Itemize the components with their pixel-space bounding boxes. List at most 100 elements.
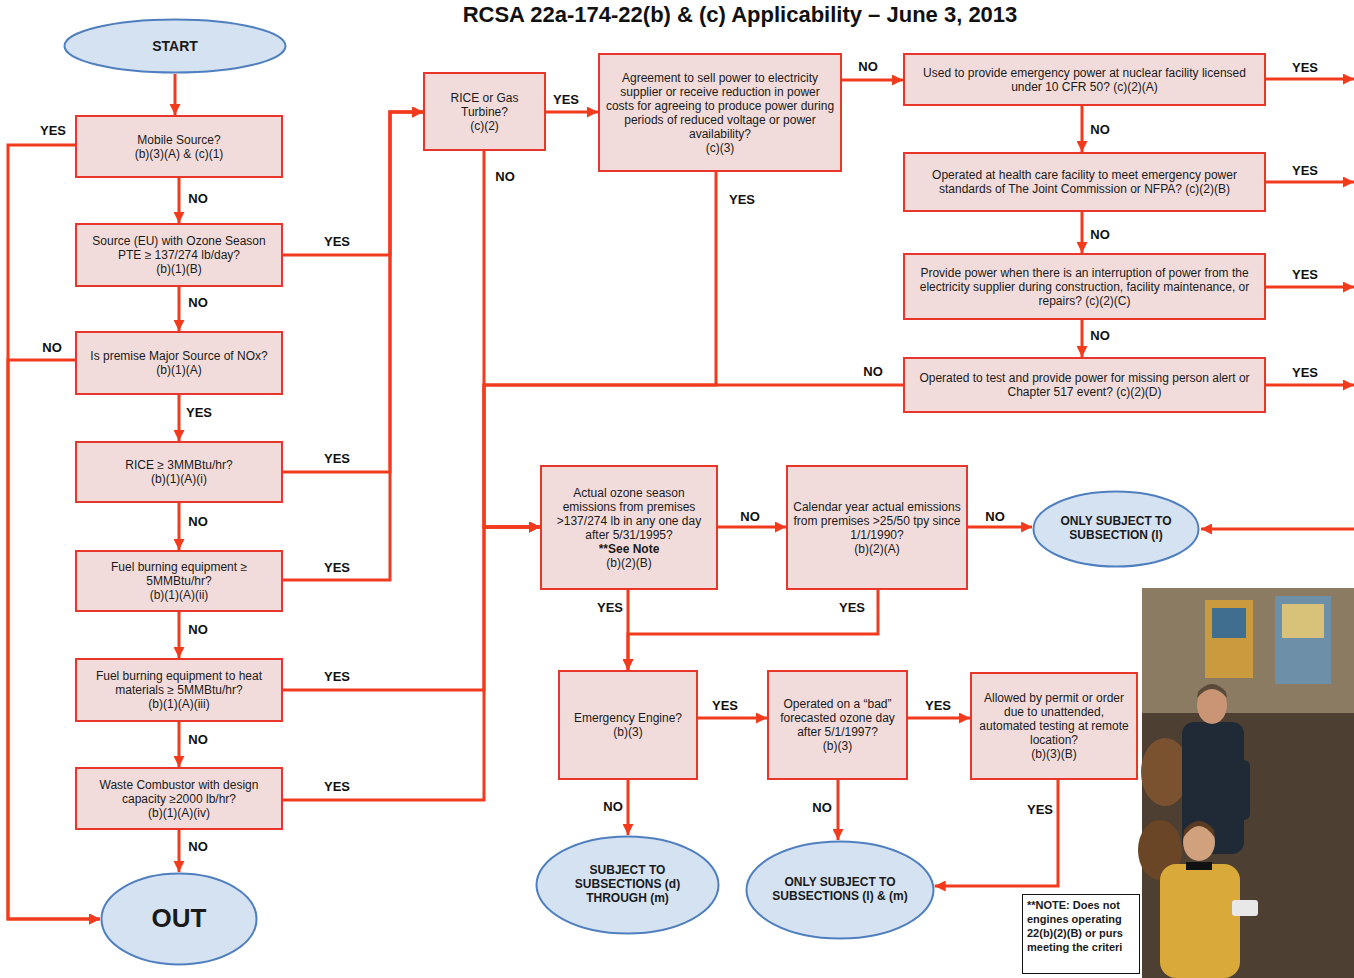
node-text: Emergency Engine? [574, 711, 682, 725]
node-text: Agreement to sell power to electricity s… [605, 71, 835, 141]
edge-label: NO [186, 839, 210, 854]
flow-arrow [178, 287, 181, 331]
edge-label: YES [38, 123, 68, 138]
flow-arrow [178, 722, 181, 767]
branch-label: YES [1290, 163, 1320, 178]
node-text: START [152, 38, 198, 54]
photo-ground [1142, 588, 1354, 978]
terminal-ellipse: SUBJECT TO SUBSECTIONS (d) THROUGH (m) [535, 835, 720, 935]
arcade-screen [1282, 604, 1324, 638]
node-text: Operated on a “bad” forecasted ozone day… [774, 697, 901, 739]
node-text: Is premise Major Source of NOx? [90, 349, 267, 363]
node-text: SUBJECT TO SUBSECTIONS (d) THROUGH (m) [559, 864, 696, 905]
edge-label: NO [856, 59, 880, 74]
edge-label: NO [1088, 328, 1112, 343]
flow-arrow [484, 151, 540, 527]
node-subtext: (b)(1)(A)(i) [151, 472, 207, 486]
branch-label: YES [1290, 60, 1320, 75]
edge-label: NO [1088, 122, 1112, 137]
edge-label: NO [186, 622, 210, 637]
arm [1236, 760, 1250, 820]
arcade-machine [1275, 596, 1331, 684]
node-subtext: (b)(1)(B) [156, 262, 201, 276]
edge-label: YES [1025, 802, 1055, 817]
flow-arrow [174, 74, 177, 115]
node-subtext: (c)(3) [706, 141, 735, 155]
exit-line [1266, 78, 1354, 81]
node-subtext: **See Note [599, 542, 660, 556]
arcade-machine [1205, 600, 1253, 678]
arcade-screen [1212, 608, 1246, 638]
flow-arrow [178, 395, 181, 441]
node-text: Operated to test and provide power for m… [910, 371, 1259, 399]
node-text: Allowed by permit or order due to unatte… [977, 691, 1131, 747]
flow-arrow [283, 112, 423, 255]
ellipse-shape [747, 842, 934, 939]
node-subtext: (b)(3)(A) & (c)(1) [135, 147, 224, 161]
decision-box: Actual ozone season emissions from premi… [540, 465, 718, 590]
edge-label: NO [810, 800, 834, 815]
node-text: Fuel burning equipment ≥ 5MMBtu/hr? [82, 560, 276, 588]
edge-label: NO [186, 514, 210, 529]
edge-label: YES [837, 600, 867, 615]
flow-arrow [178, 830, 181, 872]
node-text: Waste Combustor with design capacity ≥20… [82, 778, 276, 806]
flow-arrow [698, 717, 767, 720]
node-text: Actual ozone season emissions from premi… [547, 486, 711, 542]
decision-box: Operated on a “bad” forecasted ozone day… [767, 670, 908, 780]
decision-box: RICE or Gas Turbine?(c)(2) [423, 72, 546, 151]
node-subtext: (b)(1)(A) [156, 363, 201, 377]
exit-line [1266, 286, 1354, 289]
ellipse-shape [1034, 492, 1199, 567]
collar [1186, 862, 1212, 870]
node-text: ONLY SUBJECT TO SUBSECTION (l) [1054, 515, 1178, 543]
edge-label: NO [1088, 227, 1112, 242]
branch-label: YES [1290, 267, 1320, 282]
flow-arrow [1081, 106, 1084, 152]
node-subtext: engines operating [1027, 912, 1122, 926]
decision-box: Is premise Major Source of NOx?(b)(1)(A) [75, 331, 283, 395]
node-subtext: (b)(1)(A)(iv) [148, 806, 210, 820]
flow-arrow [1081, 320, 1084, 357]
seated-figure [1160, 864, 1240, 978]
hair [1183, 821, 1215, 838]
decision-box: Source (EU) with Ozone Season PTE ≥ 137/… [75, 223, 283, 287]
hair [1197, 684, 1227, 698]
edge-label: YES [595, 600, 625, 615]
flow-arrow [842, 79, 903, 82]
node-subtext: (b)(3)(B) [1031, 747, 1076, 761]
node-subtext: 22(b)(2)(B) or purs [1027, 926, 1123, 940]
decision-box: Emergency Engine?(b)(3) [558, 670, 698, 780]
node-text: OUT [152, 904, 207, 934]
node-subtext: meeting the criteri [1027, 940, 1122, 954]
node-text: Used to provide emergency power at nucle… [910, 66, 1259, 94]
node-text: Source (EU) with Ozone Season PTE ≥ 137/… [82, 234, 276, 262]
edge-label: YES [923, 698, 953, 713]
edge-label: NO [861, 364, 885, 379]
node-subtext: (c)(2) [470, 119, 499, 133]
flow-arrow [627, 780, 630, 835]
flow-arrow [283, 112, 423, 472]
decision-box: Allowed by permit or order due to unatte… [970, 672, 1138, 780]
flow-arrow [935, 780, 1058, 886]
device [1232, 900, 1258, 916]
ellipse-shape [537, 837, 719, 934]
edge-label: NO [186, 191, 210, 206]
node-subtext: (b)(3) [613, 725, 642, 739]
edge-label: NO [983, 509, 1007, 524]
decision-box: Mobile Source?(b)(3)(A) & (c)(1) [75, 115, 283, 178]
node-subtext: (b)(1)(A)(iii) [148, 697, 209, 711]
flow-arrow [968, 526, 1032, 529]
decision-box: RICE ≥ 3MMBtu/hr?(b)(1)(A)(i) [75, 441, 283, 503]
flow-arrow [283, 527, 540, 690]
terminal-ellipse: ONLY SUBJECT TO SUBSECTION (l) [1032, 490, 1200, 568]
flow-arrow [908, 717, 970, 720]
node-text: RICE or Gas Turbine? [430, 91, 539, 119]
edge-label: NO [738, 509, 762, 524]
flow-arrow [178, 503, 181, 550]
flow-arrow [837, 780, 840, 840]
flow-arrow [628, 590, 878, 670]
node-text: Provide power when there is an interrupt… [910, 266, 1259, 308]
node-subtext: (b)(2)(B) [606, 556, 651, 570]
edge-label: NO [601, 799, 625, 814]
